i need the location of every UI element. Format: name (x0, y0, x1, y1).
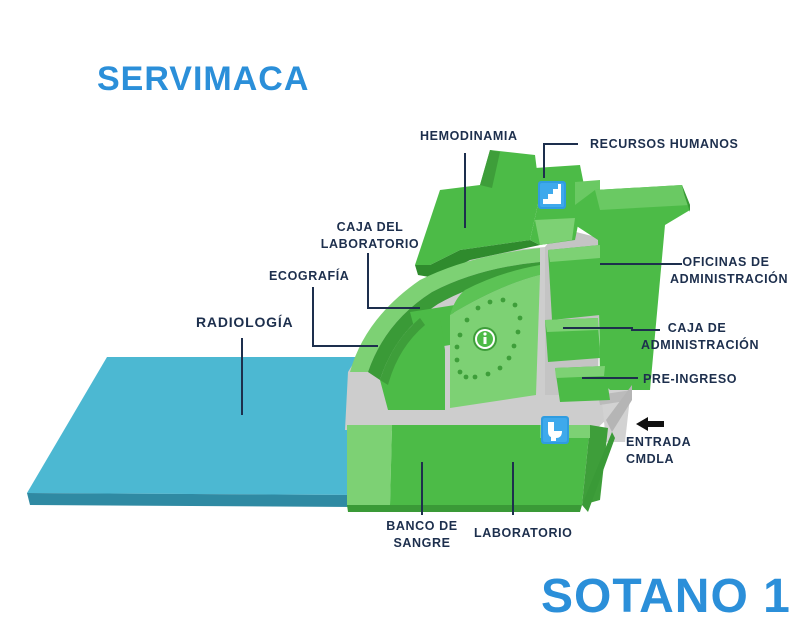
label-entrada-line2: CMDLA (626, 452, 675, 466)
info-icon (473, 327, 497, 351)
radiologia-area[interactable] (27, 357, 366, 507)
label-entrada: ENTRADA CMDLA (626, 434, 691, 468)
label-pre-ingreso: PRE-INGRESO (643, 372, 738, 386)
ecografia-line (312, 287, 378, 347)
label-caja-adm-line2: ADMINISTRACIÓN (641, 338, 760, 352)
banco-sangre-area[interactable] (347, 425, 455, 512)
stairs-icon (538, 181, 566, 209)
recursos-humanos-line (543, 143, 578, 178)
label-banco-line2: SANGRE (393, 536, 451, 550)
caja-laboratorio-line (367, 253, 420, 309)
label-banco-sangre: BANCO DE SANGRE (380, 518, 464, 552)
pre-ingreso-area[interactable] (555, 366, 610, 402)
oficinas-administracion-area[interactable] (548, 185, 690, 390)
hemodinamia-area[interactable] (415, 150, 540, 278)
floor-title: SOTANO 1 (541, 570, 791, 623)
label-caja-laboratorio-line1: CAJA DEL (336, 220, 404, 234)
label-caja-adm-line1: CAJA DE (667, 321, 727, 335)
label-caja-laboratorio: CAJA DEL LABORATORIO (320, 219, 420, 253)
label-hemodinamia: HEMODINAMIA (420, 129, 518, 143)
label-entrada-line1: ENTRADA (626, 435, 692, 449)
label-oficinas-line1: OFICINAS DE (682, 255, 770, 269)
label-oficinas-line2: ADMINISTRACIÓN (670, 272, 789, 286)
entrance-arrow-icon (636, 417, 664, 431)
label-laboratorio: LABORATORIO (474, 526, 573, 540)
label-ecografia: ECOGRAFÍA (269, 269, 350, 283)
label-radiologia: RADIOLOGÍA (196, 314, 294, 330)
laboratorio-area[interactable] (455, 425, 608, 512)
label-recursos-humanos: RECURSOS HUMANOS (590, 137, 739, 151)
restroom-icon (541, 416, 569, 444)
map-title: SERVIMACA (97, 60, 310, 98)
label-banco-line1: BANCO DE (386, 519, 458, 533)
caja-administracion-line (563, 327, 660, 331)
label-oficinas-administracion: OFICINAS DE ADMINISTRACIÓN (670, 254, 789, 288)
leader-lines (241, 143, 682, 515)
caja-administracion-area[interactable] (545, 318, 600, 362)
right-entrance-wall (582, 385, 632, 512)
label-caja-administracion: CAJA DE ADMINISTRACIÓN (641, 320, 760, 354)
label-caja-laboratorio-line2: LABORATORIO (320, 237, 420, 251)
